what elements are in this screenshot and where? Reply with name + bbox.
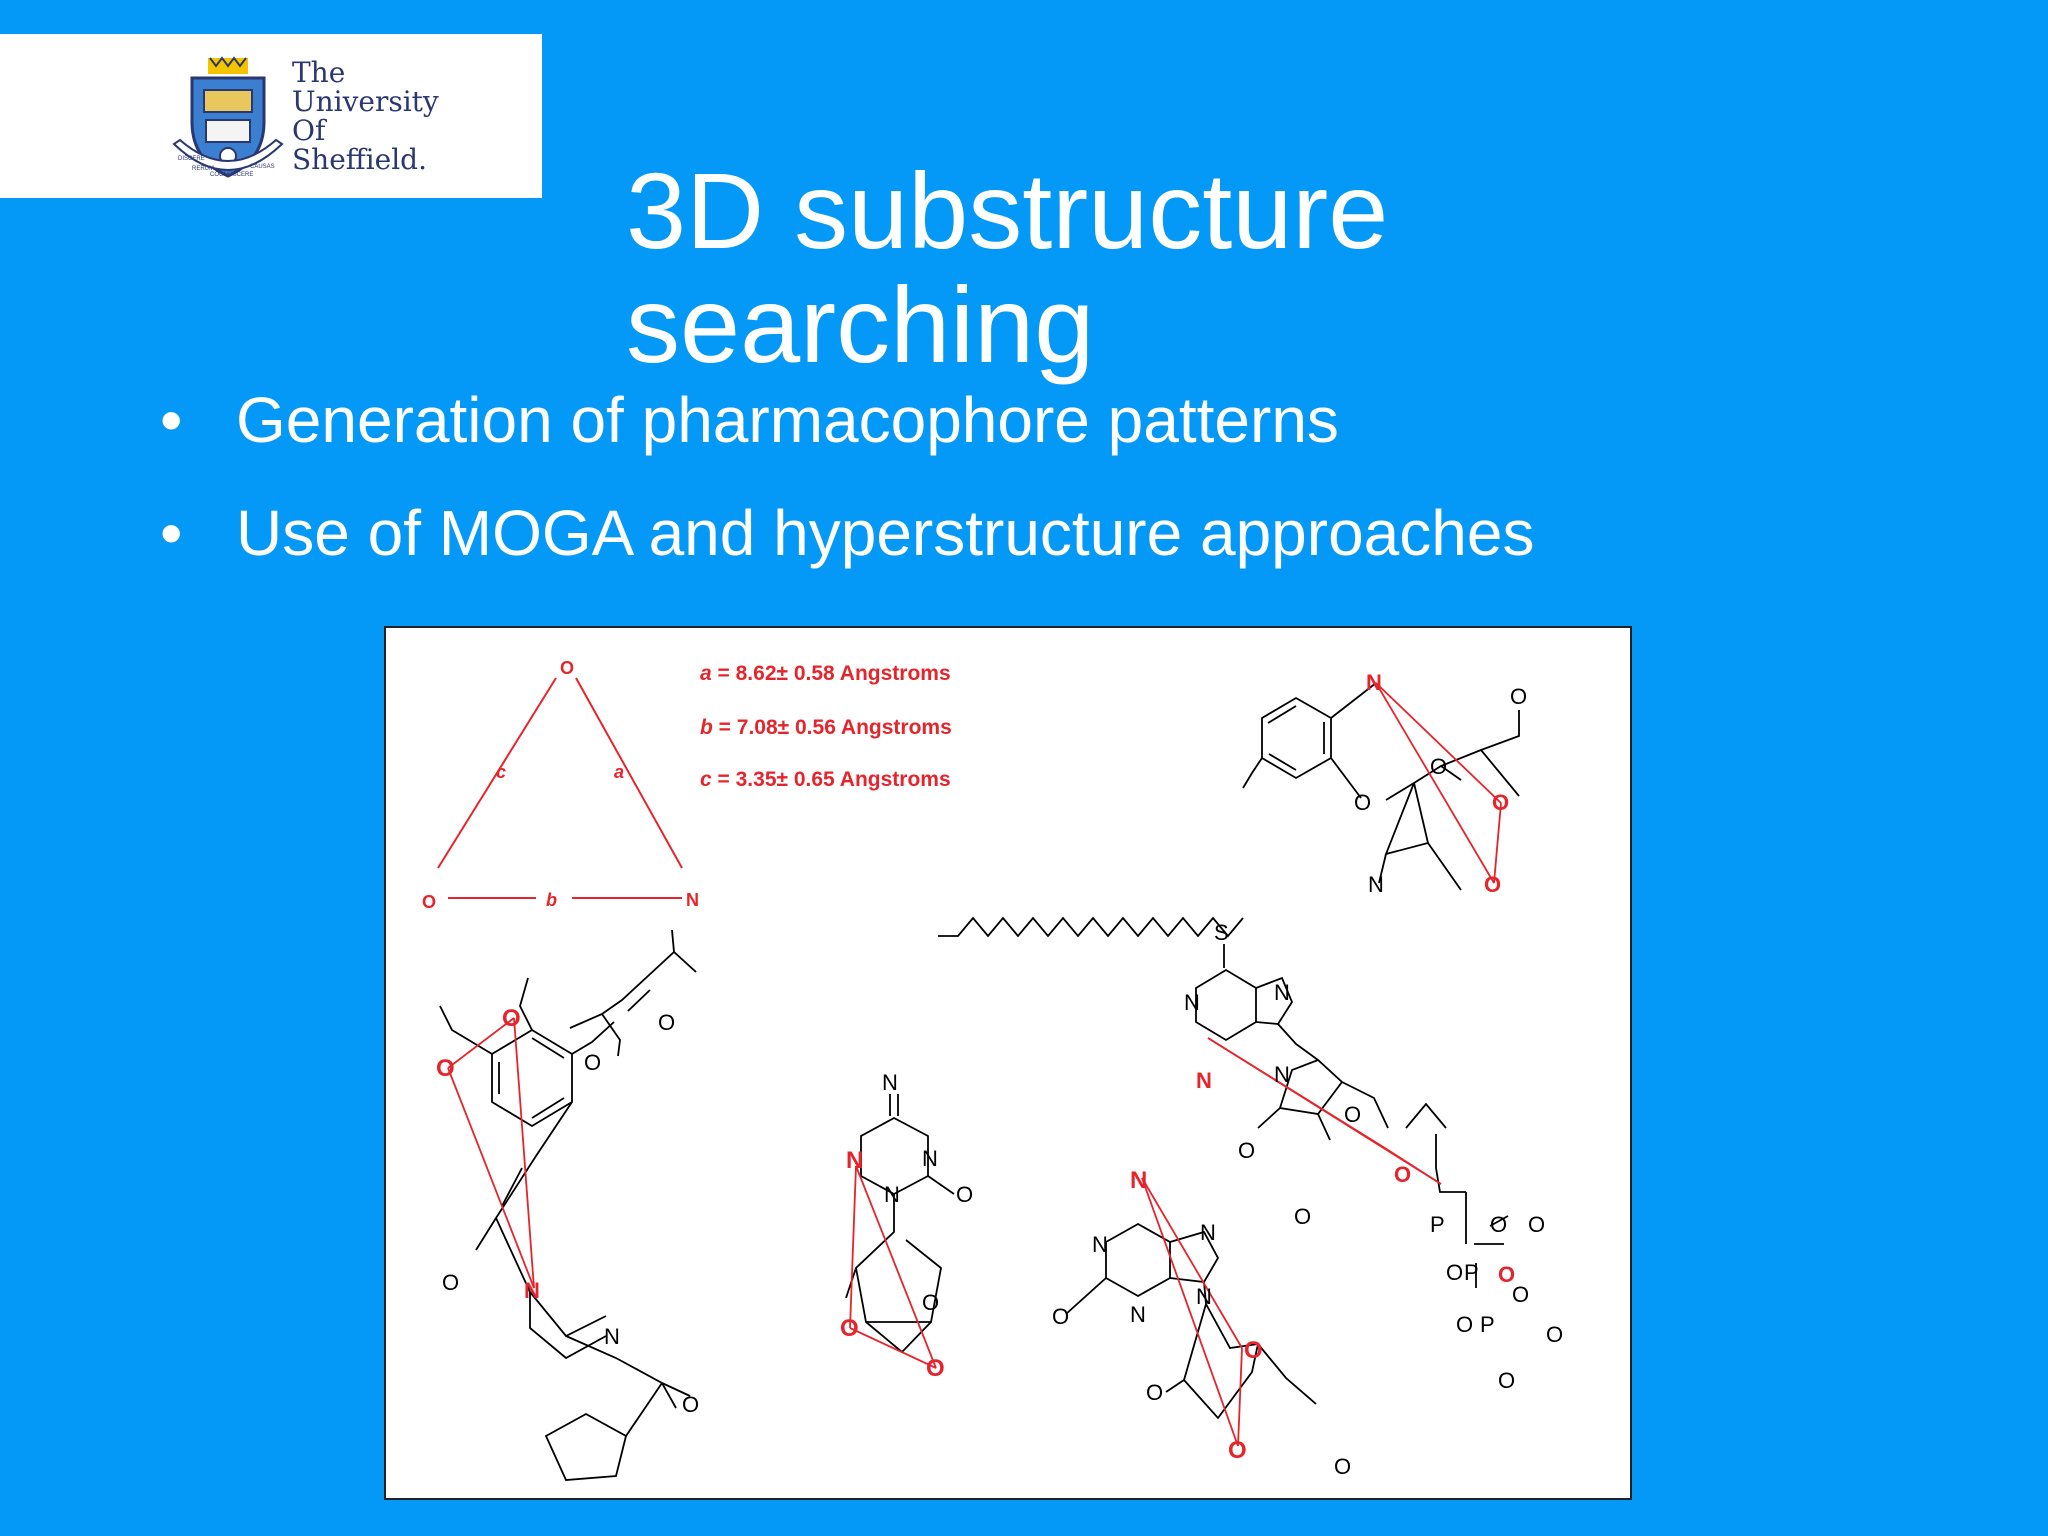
molecule-2: O O O N O O N O [436,929,699,1481]
atom: O [1510,684,1527,709]
atom: O [1512,1282,1529,1307]
molecule-4: S N N N N O O O O P O O O P O O P O O O [1184,920,1563,1393]
vertex-top: O [560,658,574,678]
atom: O [1334,1454,1351,1479]
atom: O [1546,1322,1563,1347]
atom: O [1344,1102,1361,1127]
crest-motto-2: RERUM [192,166,214,172]
crest-motto-4: CAUSAS [250,164,275,170]
atom: O [1354,790,1371,815]
atom: O [436,1055,455,1082]
bullet-item: • Use of MOGA and hyperstructure approac… [160,495,1534,583]
distance-constraints: a = 8.62± 0.58 Angstroms b = 7.08± 0.56 … [700,662,952,791]
atom: O [956,1182,973,1207]
atom: N [922,1146,938,1171]
bullet-marker: • [160,384,183,456]
bullet-marker: • [160,497,183,569]
atom: O [926,1355,945,1382]
atom: O [1498,1262,1515,1287]
slide-title-line-1: 3D substructure [626,150,1389,272]
university-name-line: University [292,85,439,118]
atom: N [1092,1232,1108,1257]
molecule-1: N O O O O O N [938,670,1527,938]
pharmacophore-figure: O O N c a b a = 8.62± 0.58 Angstroms b =… [384,626,1632,1500]
crest-motto-3: COGNOSCERE [210,172,253,178]
atom: N [1274,980,1290,1005]
slide-title-line-2: searching [626,264,1095,386]
molecule-3: N N N N O O O O [840,1070,973,1382]
atom: N [884,1182,900,1207]
atom: S [1214,920,1229,945]
atom: N [1130,1167,1147,1194]
atom: O [1490,1212,1507,1237]
atom: O [584,1050,601,1075]
vertex-left: O [422,892,436,912]
atom: N [1130,1302,1146,1327]
atom: N [1200,1220,1216,1245]
university-name-line: Of [292,114,326,147]
atom: N [524,1278,540,1303]
crest-motto-1: DISCERE [178,156,205,162]
atom: O [1430,754,1447,779]
atom: O [658,1010,675,1035]
atom: O [840,1315,859,1342]
university-crest-icon: DISCERE RERUM COGNOSCERE CAUSAS [172,56,284,178]
molecule-diagram: O O N c a b a = 8.62± 0.58 Angstroms b =… [422,658,1563,1481]
slide-title: 3D substructure searching [626,154,1926,382]
atom: O [1528,1212,1545,1237]
atom: N [1196,1068,1212,1093]
atom: N [882,1070,898,1095]
atom: O [1498,1368,1515,1393]
atom: O [442,1270,459,1295]
university-name-line: The [292,56,346,89]
atom: O [922,1290,939,1315]
vertex-right: N [686,890,699,910]
atom: O [1228,1437,1247,1464]
atom: O [502,1005,521,1032]
bullet-list: • Generation of pharmacophore patterns •… [160,382,1534,608]
atom: N [1196,1284,1212,1309]
atom: O [1146,1380,1163,1405]
bullet-text: Generation of pharmacophore patterns [236,384,1339,456]
molecule-5: N N N O N N O O O O [1052,1167,1351,1479]
atom: N [1368,872,1384,897]
atom: O [1456,1312,1473,1337]
atom: O [1446,1260,1463,1285]
atom: N [1366,670,1382,695]
edge-label-b: b [546,890,557,910]
atom: O [1052,1304,1069,1329]
atom: N [846,1147,863,1174]
atom: O [1294,1204,1311,1229]
atom: O [682,1392,699,1417]
atom: O [1238,1138,1255,1163]
atom: N [1274,1062,1290,1087]
atom: O [1484,872,1501,897]
constraint-b: b = 7.08± 0.56 Angstroms [700,716,952,739]
atom: N [604,1324,620,1349]
atom: N [1184,990,1200,1015]
atom: O [1492,790,1509,815]
atom: P [1480,1312,1495,1337]
university-logo: DISCERE RERUM COGNOSCERE CAUSAS The Univ… [0,34,542,198]
bullet-text: Use of MOGA and hyperstructure approache… [236,497,1535,569]
pharmacophore-triangle: O O N c a b [422,658,699,912]
atom: O [1394,1162,1411,1187]
atom: P [1464,1260,1479,1285]
constraint-c: c = 3.35± 0.65 Angstroms [700,768,951,791]
edge-label-a: a [614,762,624,782]
atom: O [1244,1337,1263,1364]
university-name: The University Of Sheffield. [292,58,439,174]
edge-label-c: c [496,762,506,782]
university-name-line: Sheffield. [292,143,427,176]
constraint-a: a = 8.62± 0.58 Angstroms [700,662,951,685]
bullet-item: • Generation of pharmacophore patterns [160,382,1534,470]
atom: P [1430,1212,1445,1237]
